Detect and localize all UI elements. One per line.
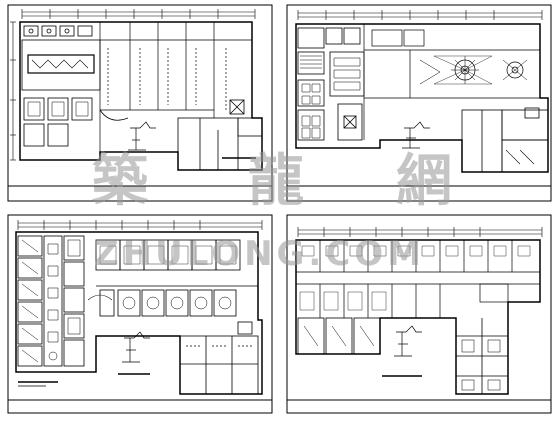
system-riser (128, 121, 156, 151)
hall-area (363, 24, 540, 140)
watermark-char-2: 龍 (248, 148, 304, 214)
guest-room-column (17, 235, 85, 367)
right-wing (461, 107, 549, 173)
dimension-chain-top (297, 10, 543, 20)
right-wing (177, 99, 263, 171)
sheet-border (7, 214, 273, 414)
dimension-chain-top (21, 9, 256, 19)
dimension-chain-top (17, 220, 263, 230)
sheet-border (7, 4, 273, 202)
plan-top-right (286, 4, 552, 202)
top-room-row (87, 239, 258, 317)
plan-top-left (7, 4, 273, 202)
sheet-border (286, 214, 552, 414)
lower-wing (179, 321, 259, 395)
watermark-url: ZHULONG.COM (94, 234, 426, 274)
plan-bottom-left (7, 214, 273, 414)
dimension-chain-top (297, 227, 543, 237)
service-core (297, 27, 365, 141)
guest-room-row (296, 240, 540, 318)
system-riser (122, 331, 150, 363)
sheet-border (286, 4, 552, 202)
kitchen-block (21, 25, 101, 147)
watermark-char-1: 築 (92, 148, 148, 214)
room-grid (99, 22, 252, 152)
watermark-char-3: 網 (396, 148, 452, 214)
system-riser (394, 325, 422, 357)
plan-bottom-right (286, 214, 552, 414)
left-block (297, 317, 381, 355)
title-bar (18, 373, 150, 387)
dimension-chain-left (10, 21, 16, 161)
lower-wing (456, 318, 508, 394)
system-riser (402, 121, 430, 149)
